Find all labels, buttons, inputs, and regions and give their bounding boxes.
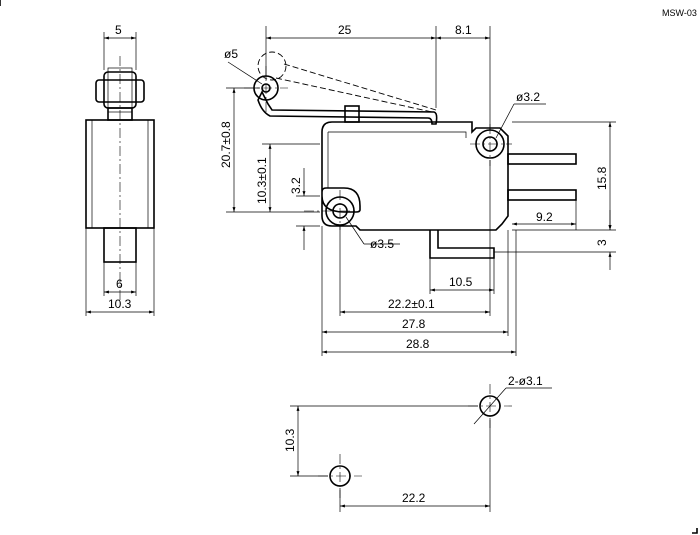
dim-hole-spacing-horizontal: 22.2±0.1 bbox=[388, 297, 435, 311]
model-code-label: MSW-03 bbox=[662, 8, 697, 18]
terminal-bottom bbox=[429, 230, 495, 259]
dim-pattern-horizontal-spacing: 22.2 bbox=[402, 491, 426, 505]
corner-mark-bottom-right bbox=[692, 528, 698, 534]
side-view: 5 6 10.3 bbox=[85, 23, 155, 316]
dim-pattern-hole-spec: 2-ø3.1 bbox=[508, 374, 543, 388]
dim-terminal-length: 9.2 bbox=[536, 210, 553, 224]
dim-overall-length: 28.8 bbox=[406, 337, 430, 351]
front-plunger bbox=[344, 105, 360, 123]
terminal-middle bbox=[507, 189, 577, 201]
dim-body-height: 15.8 bbox=[595, 166, 609, 190]
dim-body-length: 27.8 bbox=[402, 317, 426, 331]
dim-lower-hole-offset: 3.2 bbox=[289, 177, 303, 194]
dim-lever-tip-offset: 8.1 bbox=[455, 23, 472, 37]
lever-pressed-position bbox=[275, 63, 437, 113]
dim-bottom-terminal-width: 10.5 bbox=[449, 275, 473, 289]
roller-pressed-position bbox=[257, 51, 287, 81]
front-view: 25 8.1 ø5 ø3.2 ø3.5 20.7±0.8 10.3±0.1 3.… bbox=[219, 23, 616, 356]
dim-terminal-offset: 3 bbox=[595, 239, 609, 246]
dim-side-plunger-width: 6 bbox=[116, 277, 123, 291]
hole-pattern-view: 2-ø3.1 10.3 22.2 bbox=[283, 374, 552, 512]
dim-side-body-width: 10.3 bbox=[108, 297, 132, 311]
front-body bbox=[321, 121, 509, 231]
dim-lever-length: 25 bbox=[338, 23, 352, 37]
front-lever bbox=[257, 90, 438, 125]
dim-roller-diameter: ø5 bbox=[224, 47, 238, 61]
terminal-upper bbox=[507, 153, 577, 165]
dim-upper-hole-diameter: ø3.2 bbox=[516, 90, 540, 104]
dim-side-top-width: 5 bbox=[115, 23, 122, 37]
dim-hole-spacing-vertical: 10.3±0.1 bbox=[255, 157, 269, 204]
dim-lever-height: 20.7±0.8 bbox=[219, 121, 233, 168]
dim-pattern-vertical-spacing: 10.3 bbox=[283, 428, 297, 452]
dim-lower-hole-diameter: ø3.5 bbox=[370, 237, 394, 251]
